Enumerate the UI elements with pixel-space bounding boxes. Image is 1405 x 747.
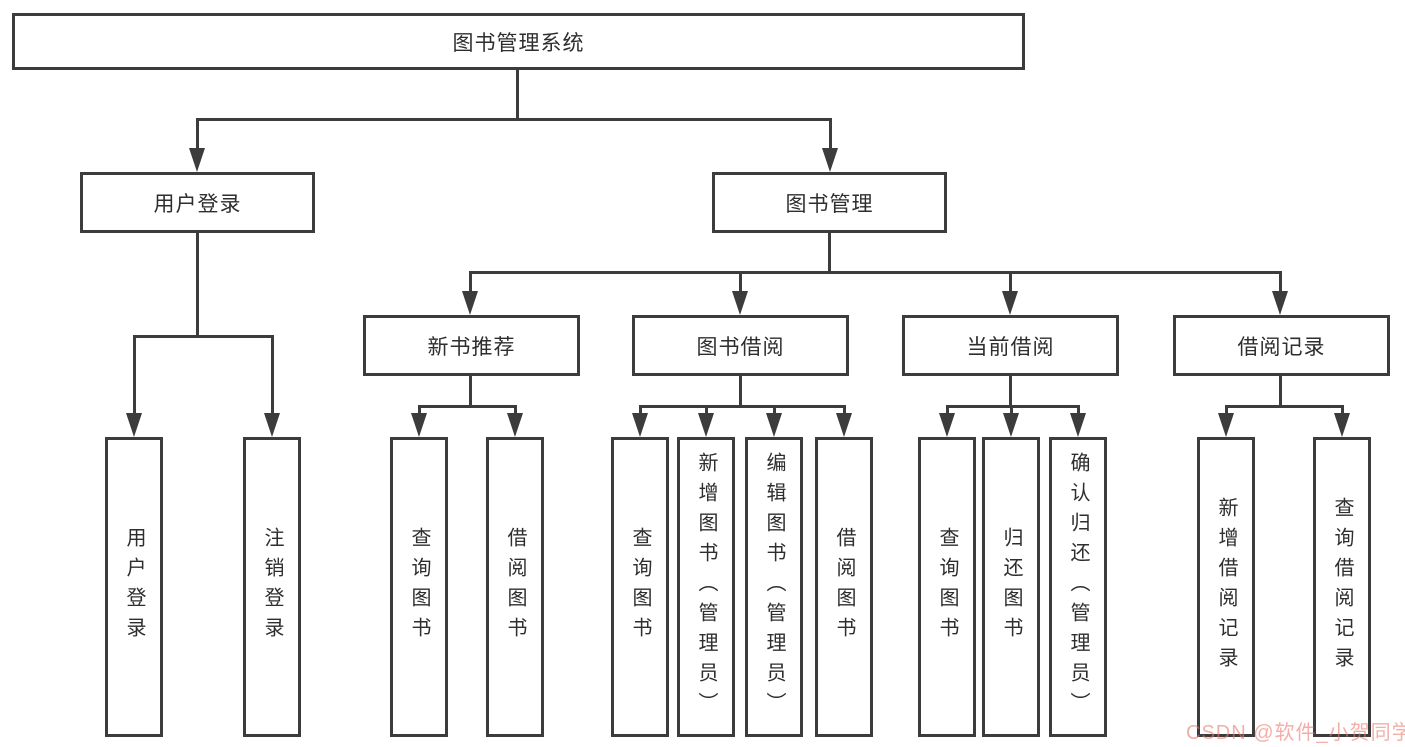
connector-book-borrow-drop: [739, 374, 742, 407]
leaf-return-books: 归还图书: [982, 437, 1040, 737]
arrowhead-down-icon: [822, 148, 838, 172]
arrowhead-down-icon: [939, 413, 955, 437]
connector-root-drop: [516, 68, 519, 120]
arrowhead-down-icon: [1003, 413, 1019, 437]
arrowhead-down-icon: [126, 413, 142, 437]
connector-rail-current-borrow: [946, 405, 1080, 408]
leaf-label: 编辑图书（管理员）: [763, 452, 785, 722]
connector-rail-level2: [469, 271, 1282, 274]
leaf-borrow-books: 借阅图书: [815, 437, 873, 737]
connector-leaf-leg: [1077, 405, 1080, 416]
csdn-watermark: CSDN @软件_小贺同学: [1186, 722, 1405, 744]
connector-leaf-leg: [1341, 405, 1344, 416]
connector-leaf-leg: [418, 405, 421, 416]
arrowhead-down-icon: [411, 413, 427, 437]
arrowhead-down-icon: [732, 291, 748, 315]
node-new-book-recommend: 新书推荐: [363, 315, 580, 376]
node-label: 图书借阅: [696, 335, 785, 359]
arrowhead-down-icon: [836, 413, 852, 437]
node-label: 用户登录: [153, 192, 242, 216]
connector-leaf-leg: [1010, 405, 1013, 416]
connector-rail-new-book: [418, 405, 517, 408]
connector-new-book-drop: [469, 374, 472, 407]
node-label: 借阅记录: [1237, 335, 1326, 359]
leaf-label: 查询图书: [936, 527, 958, 647]
node-label: 新书推荐: [427, 335, 516, 359]
leaf-logout: 注销登录: [243, 437, 301, 737]
connector-leg-borrow-records: [1279, 271, 1282, 293]
connector-rail-level1: [196, 118, 832, 121]
arrowhead-down-icon: [1218, 413, 1234, 437]
leaf-label: 新增借阅记录: [1215, 497, 1237, 677]
node-library-system: 图书管理系统: [12, 13, 1025, 70]
arrowhead-down-icon: [1334, 413, 1350, 437]
leaf-label: 用户登录: [123, 527, 145, 647]
connector-leg-new-book: [469, 271, 472, 293]
leaf-label: 查询图书: [408, 527, 430, 647]
arrowhead-down-icon: [264, 413, 280, 437]
node-book-borrow: 图书借阅: [632, 315, 849, 376]
leaf-add-borrow-record: 新增借阅记录: [1197, 437, 1255, 737]
leaf-edit-books-admin: 编辑图书（管理员）: [745, 437, 803, 737]
connector-book-management-drop: [828, 231, 831, 273]
connector-rail-book-borrow: [639, 405, 846, 408]
arrowhead-down-icon: [189, 148, 205, 172]
connector-leaf-leg: [773, 405, 776, 416]
connector-rail-borrow-records: [1225, 405, 1344, 408]
connector-leg-leaf-logout: [271, 335, 274, 417]
leaf-confirm-return-admin: 确认归还（管理员）: [1049, 437, 1107, 737]
arrowhead-down-icon: [698, 413, 714, 437]
leaf-label: 注销登录: [261, 527, 283, 647]
connector-leg-current-borrow: [1009, 271, 1012, 293]
arrowhead-down-icon: [1002, 291, 1018, 315]
node-book-management: 图书管理: [712, 172, 947, 233]
arrowhead-down-icon: [632, 413, 648, 437]
arrowhead-down-icon: [1070, 413, 1086, 437]
leaf-label: 借阅图书: [504, 527, 526, 647]
leaf-borrow-books-recommend: 借阅图书: [486, 437, 544, 737]
connector-leg-leaf-user-login: [133, 335, 136, 417]
node-user-login: 用户登录: [80, 172, 315, 233]
leaf-user-login: 用户登录: [105, 437, 163, 737]
connector-leaf-leg: [946, 405, 949, 416]
leaf-label: 借阅图书: [833, 527, 855, 647]
connector-current-borrow-drop: [1009, 374, 1012, 407]
leaf-label: 新增图书（管理员）: [695, 452, 717, 722]
leaf-query-books-current: 查询图书: [918, 437, 976, 737]
arrowhead-down-icon: [462, 291, 478, 315]
leaf-label: 确认归还（管理员）: [1067, 452, 1089, 722]
connector-borrow-records-drop: [1279, 374, 1282, 407]
connector-leaf-leg: [705, 405, 708, 416]
arrowhead-down-icon: [1272, 291, 1288, 315]
arrowhead-down-icon: [766, 413, 782, 437]
connector-leg-book-management: [829, 118, 832, 152]
connector-rail-user-login: [133, 335, 274, 338]
node-borrow-records: 借阅记录: [1173, 315, 1390, 376]
node-label: 图书管理: [785, 192, 874, 216]
leaf-query-books-recommend: 查询图书: [390, 437, 448, 737]
leaf-query-borrow-record: 查询借阅记录: [1313, 437, 1371, 737]
node-label: 当前借阅: [966, 335, 1055, 359]
leaf-label: 归还图书: [1000, 527, 1022, 647]
node-current-borrow: 当前借阅: [902, 315, 1119, 376]
connector-leaf-leg: [843, 405, 846, 416]
arrowhead-down-icon: [507, 413, 523, 437]
leaf-label: 查询借阅记录: [1331, 497, 1353, 677]
leaf-add-books-admin: 新增图书（管理员）: [677, 437, 735, 737]
connector-leaf-leg: [514, 405, 517, 416]
connector-user-login-drop: [196, 231, 199, 337]
connector-leg-book-borrow: [739, 271, 742, 293]
leaf-label: 查询图书: [629, 527, 651, 647]
connector-leaf-leg: [1225, 405, 1228, 416]
connector-leg-user-login: [196, 118, 199, 152]
connector-leaf-leg: [639, 405, 642, 416]
node-label: 图书管理系统: [452, 31, 585, 55]
leaf-query-books-borrow: 查询图书: [611, 437, 669, 737]
